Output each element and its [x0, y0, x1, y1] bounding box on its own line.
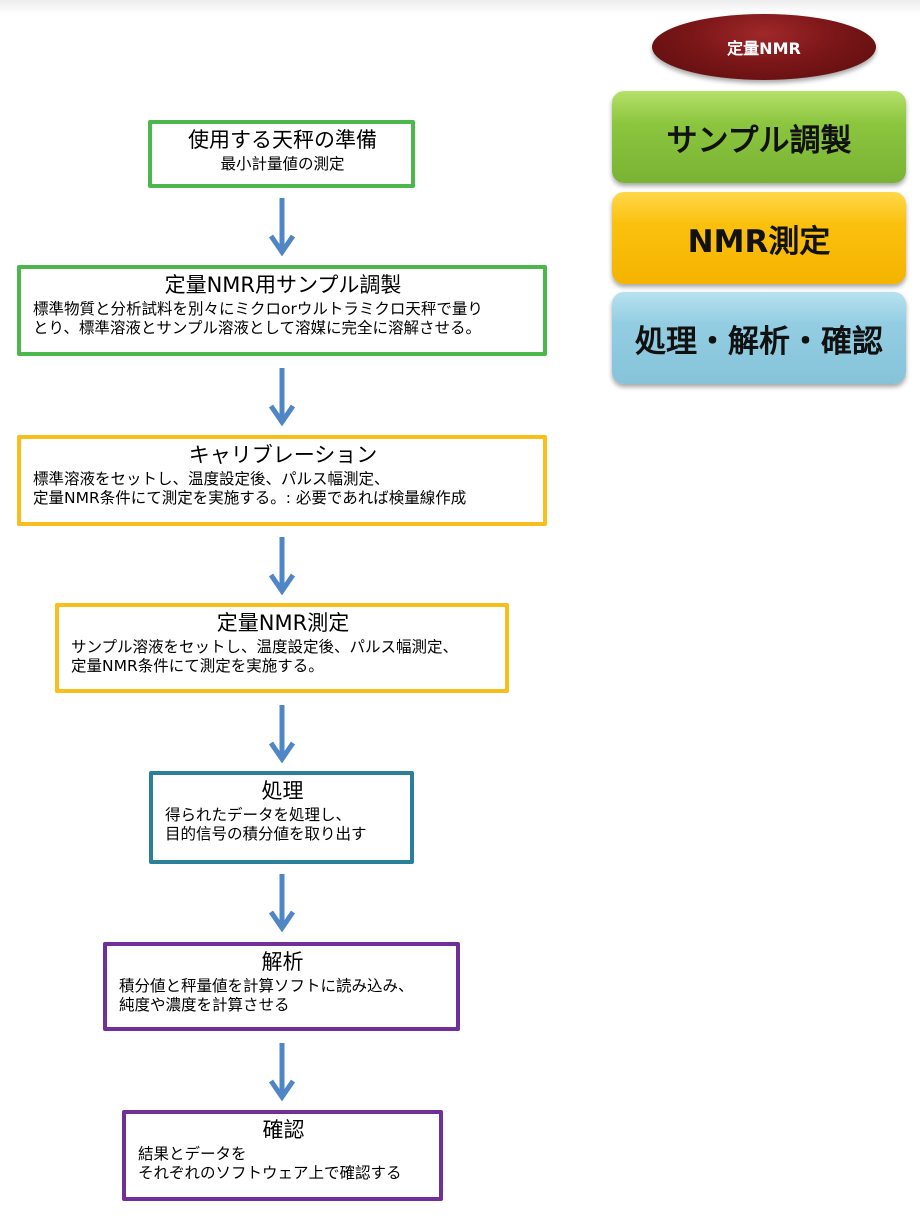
legend-label: 処理・解析・確認: [635, 323, 883, 360]
step-title: 確認: [262, 1118, 305, 1142]
step-balance-preparation: 使用する天秤の準備 最小計量値の測定: [148, 120, 415, 188]
legend-label: NMR測定: [687, 223, 831, 260]
step-title: 解析: [261, 950, 304, 974]
step-title: 処理: [261, 779, 304, 803]
step-sample-preparation: 定量NMR用サンプル調製 標準物質と分析試料を別々にミクロorウルトラミクロ天秤…: [17, 265, 547, 356]
arrow-down-icon: [268, 1043, 296, 1101]
step-calibration: キャリブレーション 標準溶液をセットし、温度設定後、パルス幅測定、 定量NMR条…: [17, 435, 547, 526]
arrow-down-icon: [268, 368, 296, 426]
legend-label: サンプル調製: [666, 122, 852, 159]
legend-sample-prep: サンプル調製: [612, 91, 906, 183]
arrow-down-icon: [268, 705, 296, 763]
step-description: サンプル溶液をセットし、温度設定後、パルス幅測定、 定量NMR条件にて測定を実施…: [71, 637, 459, 675]
step-title: 定量NMR用サンプル調製: [164, 273, 402, 297]
arrow-down-icon: [268, 537, 296, 595]
legend-header: 定量NMR: [652, 14, 876, 80]
step-title: 定量NMR測定: [216, 611, 350, 635]
step-description: 標準溶液をセットし、温度設定後、パルス幅測定、 定量NMR条件にて測定を実施する…: [33, 469, 467, 507]
legend-processing-analysis: 処理・解析・確認: [612, 292, 906, 384]
step-processing: 処理 得られたデータを処理し、 目的信号の積分値を取り出す: [149, 771, 414, 864]
step-title: 使用する天秤の準備: [188, 128, 377, 152]
arrow-down-icon: [268, 198, 296, 256]
step-description: 結果とデータを それぞれのソフトウェア上で確認する: [138, 1144, 402, 1182]
legend-nmr-measurement: NMR測定: [612, 192, 906, 284]
step-title: キャリブレーション: [188, 443, 378, 467]
legend-header-label: 定量NMR: [727, 39, 801, 58]
step-description: 最小計量値の測定: [220, 154, 345, 173]
step-description: 得られたデータを処理し、 目的信号の積分値を取り出す: [165, 805, 367, 843]
step-confirmation: 確認 結果とデータを それぞれのソフトウェア上で確認する: [122, 1110, 443, 1201]
arrow-down-icon: [268, 874, 296, 932]
top-shade: [0, 0, 920, 14]
step-description: 積分値と秤量値を計算ソフトに読み込み、 純度や濃度を計算させる: [119, 976, 414, 1014]
step-quantitative-nmr: 定量NMR測定 サンプル溶液をセットし、温度設定後、パルス幅測定、 定量NMR条…: [55, 603, 509, 693]
step-description: 標準物質と分析試料を別々にミクロorウルトラミクロ天秤で量り とり、標準溶液とサ…: [33, 299, 483, 337]
step-analysis: 解析 積分値と秤量値を計算ソフトに読み込み、 純度や濃度を計算させる: [103, 942, 460, 1031]
